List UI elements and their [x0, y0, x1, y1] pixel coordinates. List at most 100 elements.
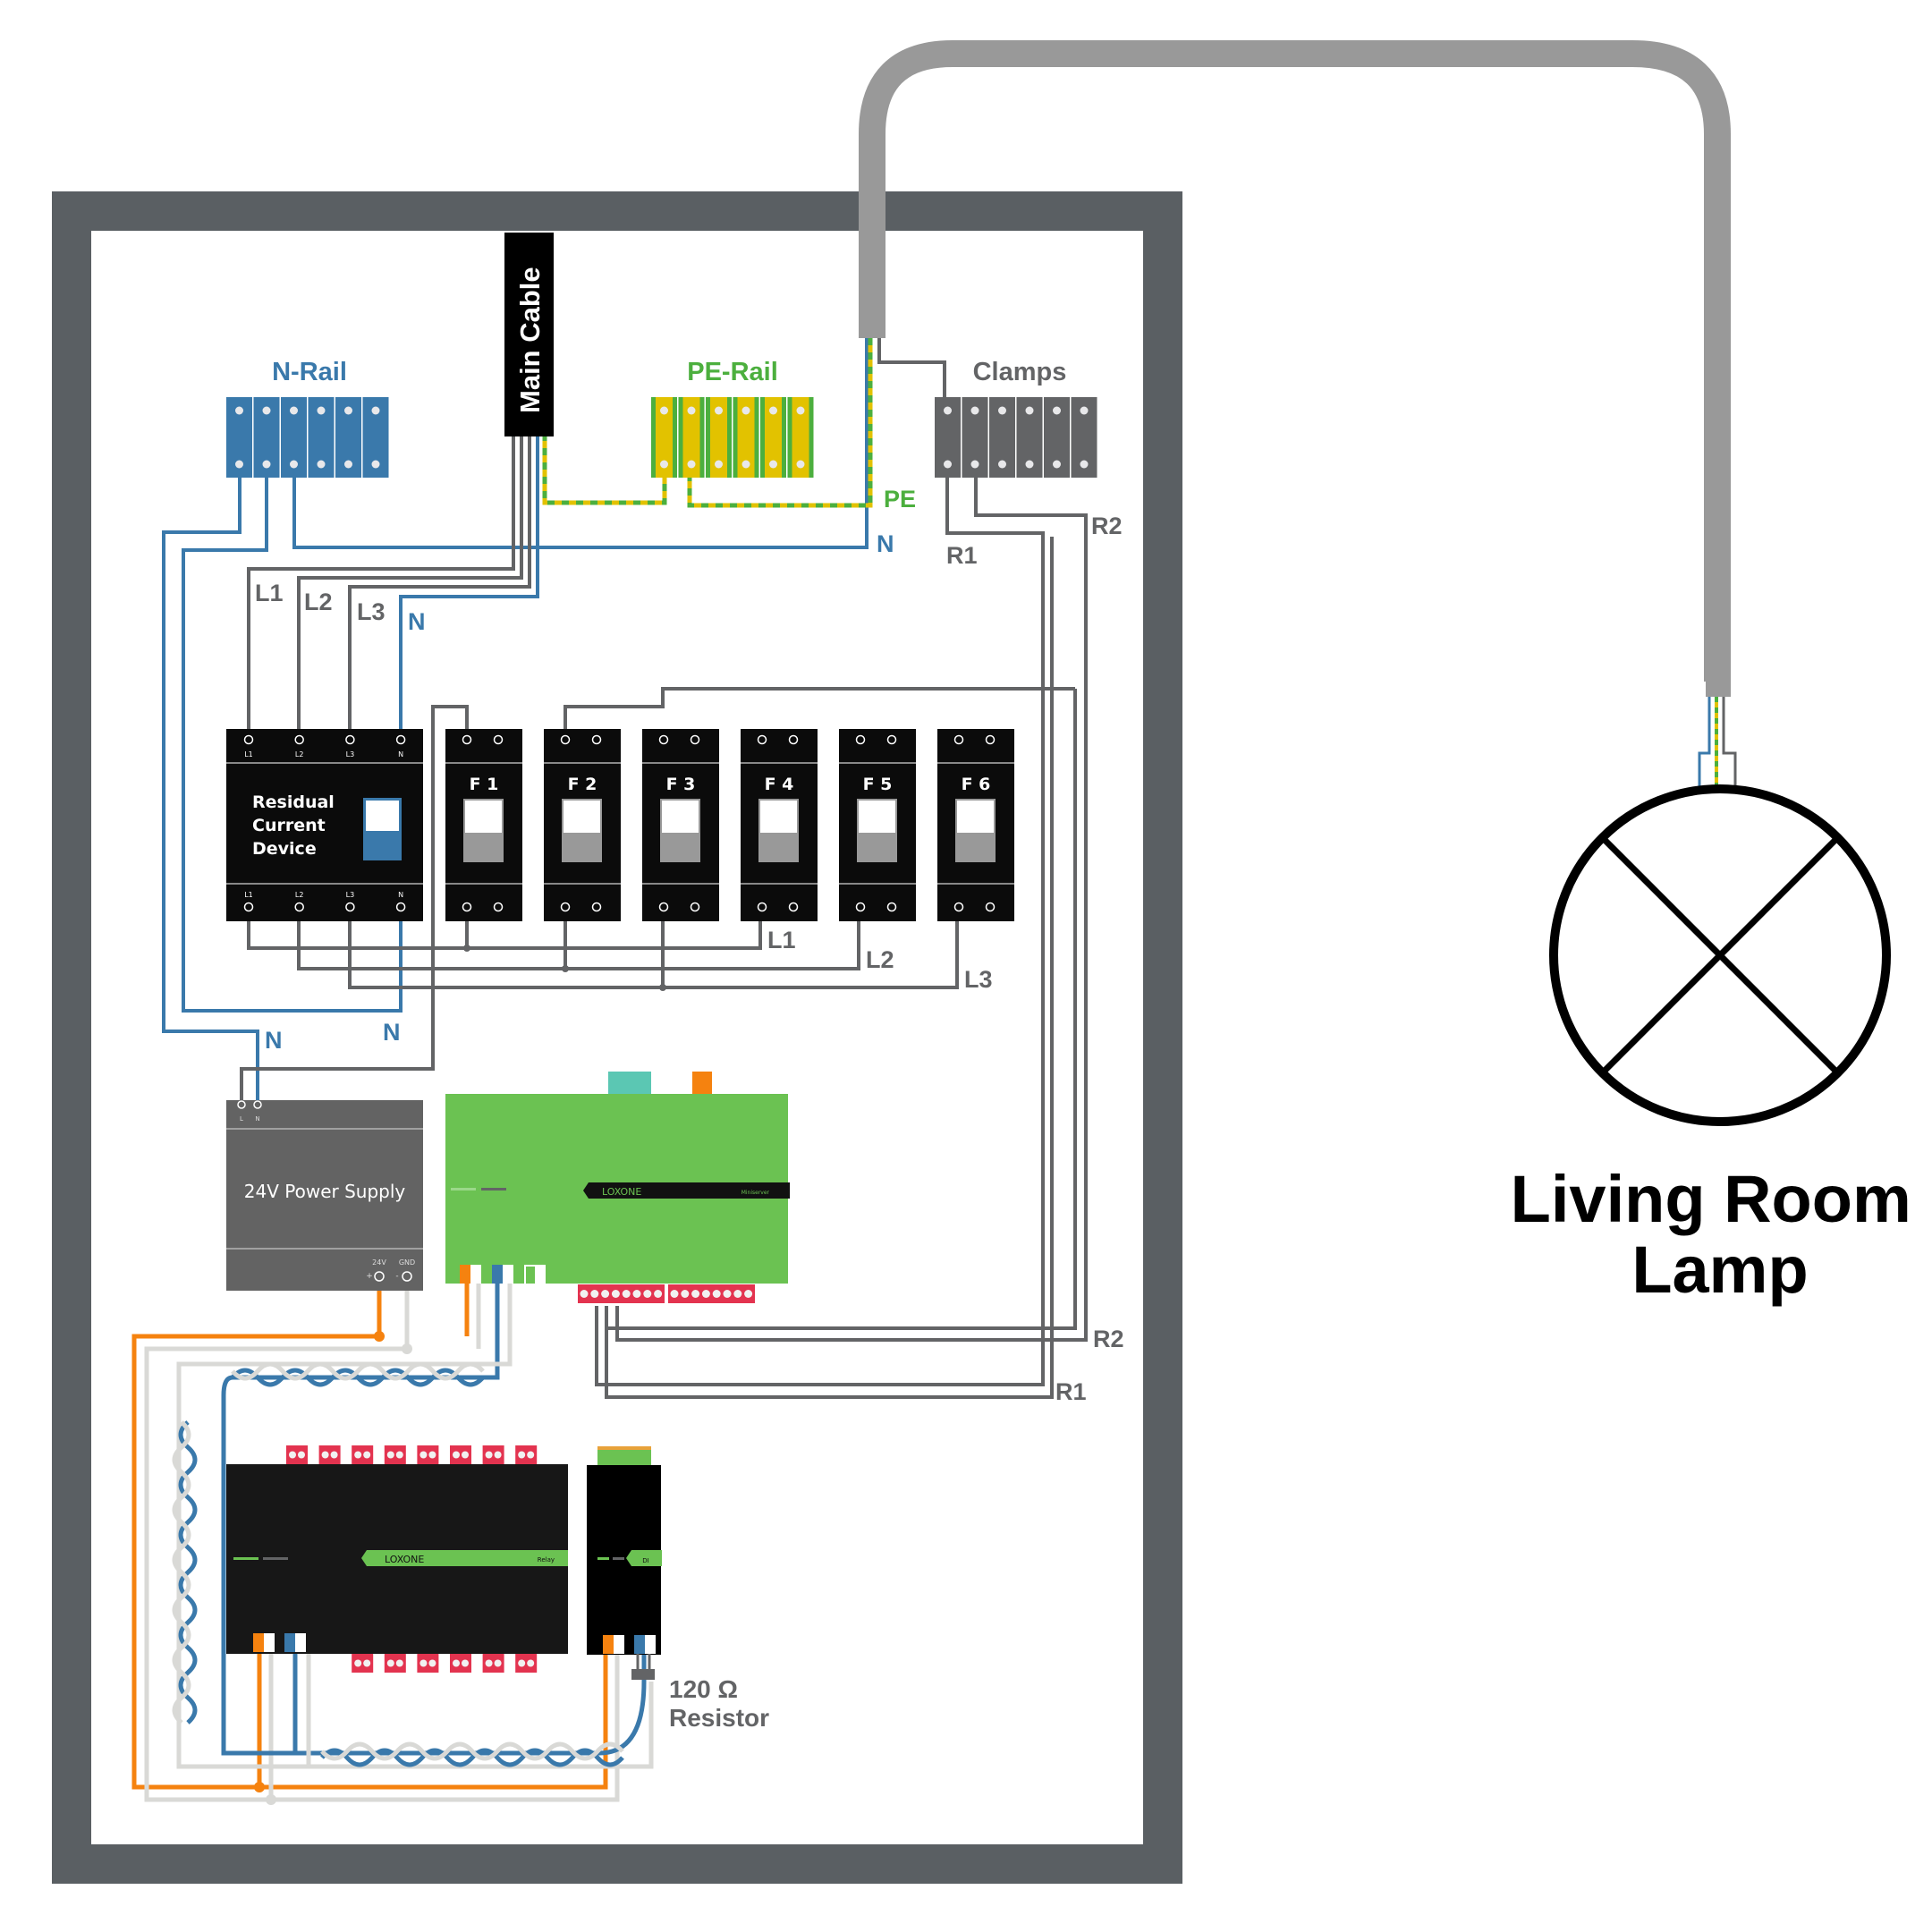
label-n-rcd-out: N [383, 1019, 401, 1046]
wire-main-n [399, 434, 539, 735]
label-r2-bottom: R2 [1093, 1326, 1124, 1352]
relay-terminal [352, 1654, 374, 1673]
label-n-rcd: N [408, 608, 426, 635]
psu-plus: + [366, 1272, 373, 1281]
rcd-terminal-top-label: N [398, 750, 403, 758]
wire-labels: PE N R1 R2 L1 L2 L3 N L1 L2 L3 N N R2 R1 [255, 486, 1124, 1405]
n-rail-label: N-Rail [272, 358, 347, 386]
relay-terminal [352, 1445, 374, 1464]
label-r1-bottom: R1 [1055, 1378, 1087, 1405]
label-pe: PE [884, 486, 916, 513]
clamps: Clamps [935, 358, 1097, 478]
wire-gnd [144, 1279, 620, 1802]
rcd-title-1: Residual [252, 792, 335, 812]
miniserver: LOXONE Miniserver [445, 1072, 790, 1303]
breaker-label: F 3 [666, 775, 696, 794]
lamp-title-2: Lamp [1631, 1233, 1808, 1307]
relay-terminal [450, 1654, 471, 1673]
breaker-label: F 6 [962, 775, 991, 794]
psu-in-n: N [255, 1115, 259, 1123]
wire-main-l2 [297, 434, 523, 735]
main-cable-label: Main Cable [514, 267, 546, 413]
di-extension: DI [587, 1446, 662, 1680]
lamp-cable-entry [859, 183, 886, 338]
psu-terminal-gnd [402, 1271, 412, 1282]
breaker-label: F 4 [765, 775, 794, 794]
breaker-label: F 1 [470, 775, 499, 794]
relay-terminal [318, 1445, 341, 1464]
svg-text:Residual Current D: Residual Current Device [252, 792, 340, 859]
wire-clamp-r1b [605, 537, 1054, 1399]
relay-terminal [450, 1445, 471, 1464]
rcd-terminal-top-label: L3 [346, 750, 355, 758]
psu-minus: - [395, 1272, 398, 1281]
living-room-lamp: Living Room Lamp [1511, 682, 1930, 1307]
label-r2-top: R2 [1091, 513, 1123, 539]
rcd-title-2: Current [252, 816, 326, 835]
relay-terminal [384, 1654, 406, 1673]
label-r1-top: R1 [946, 542, 978, 569]
miniserver-model: Miniserver [741, 1190, 770, 1196]
wire-f2-f3-feed [564, 687, 1075, 735]
main-cable: Main Cable [504, 233, 554, 436]
breaker-1: F 1 [445, 729, 522, 921]
rcd-terminal-bottom-label: L3 [346, 891, 355, 899]
wire-clamp-r2b [608, 689, 1077, 1330]
label-l1-out: L1 [767, 927, 796, 953]
psu-in-l: L [240, 1115, 243, 1123]
label-l2-out: L2 [866, 946, 894, 973]
label-l3-out: L3 [964, 966, 993, 993]
relay-terminal [286, 1445, 308, 1464]
svg-text:120 Ω Resistor: 120 Ω Resistor [669, 1675, 769, 1732]
relay-terminal [515, 1445, 538, 1464]
breaker-4: F 4 [741, 729, 818, 921]
power-supply: L N 24V Power Supply 24V GND + - [226, 1100, 423, 1291]
wire-rcd-l2-out [297, 906, 860, 970]
psu-terminal-24v [374, 1271, 385, 1282]
label-l2: L2 [304, 589, 333, 615]
wire-lamp-live [877, 338, 946, 402]
lamp-title-1: Living Room [1511, 1162, 1911, 1236]
di-model: DI [642, 1557, 648, 1564]
n-rail: N-Rail [226, 358, 389, 478]
breaker-2: F 2 [544, 729, 621, 921]
breaker-label: F 2 [568, 775, 597, 794]
clamps-label: Clamps [973, 358, 1067, 386]
relay-model: Relay [538, 1556, 555, 1563]
psu-out-gnd: GND [399, 1258, 415, 1267]
rcd-terminal-top-label: L2 [295, 750, 304, 758]
wire-rcd-l1-out [247, 906, 762, 950]
breaker-6: F 6 [937, 729, 1014, 921]
wire-n-rail-main [292, 338, 869, 549]
relay-brand: LOXONE [385, 1554, 424, 1565]
psu-title: 24V Power Supply [244, 1181, 406, 1202]
wire-clamp-r1 [595, 474, 1045, 1386]
wire-link-light [176, 1279, 654, 1769]
wire-clamp-r2 [615, 474, 1088, 1342]
wire-rcd-l3-out [348, 906, 959, 989]
relay-terminal [417, 1654, 439, 1673]
resistor-label-2: Resistor [669, 1704, 769, 1732]
relay-terminal [417, 1445, 439, 1464]
label-l3: L3 [357, 598, 386, 625]
label-l1: L1 [255, 580, 284, 606]
wire-main-l3 [348, 434, 531, 735]
relay-extension: LOXONE Relay [226, 1445, 568, 1673]
pe-rail-label: PE-Rail [687, 358, 778, 386]
rcd-terminal-bottom-label: L2 [295, 891, 304, 899]
wire-main-l1 [247, 434, 515, 735]
relay-terminal [515, 1654, 538, 1673]
rcd-terminal-bottom-label: N [398, 891, 403, 899]
breaker-3: F 3 [642, 729, 719, 921]
breakers: F 1 F 2 F 3 F 4 F 5 F 6 [445, 729, 1014, 921]
miniserver-brand: LOXONE [602, 1186, 641, 1198]
lamp-cable-sheath [859, 40, 1731, 682]
resistor-120-ohm [631, 1669, 655, 1680]
svg-text:Living Room Lamp: Living Room Lamp [1511, 1162, 1930, 1307]
resistor-label-1: 120 Ω [669, 1675, 738, 1703]
pe-rail: PE-Rail [651, 358, 814, 478]
psu-out-24v: 24V [372, 1258, 386, 1267]
breaker-label: F 5 [863, 775, 893, 794]
